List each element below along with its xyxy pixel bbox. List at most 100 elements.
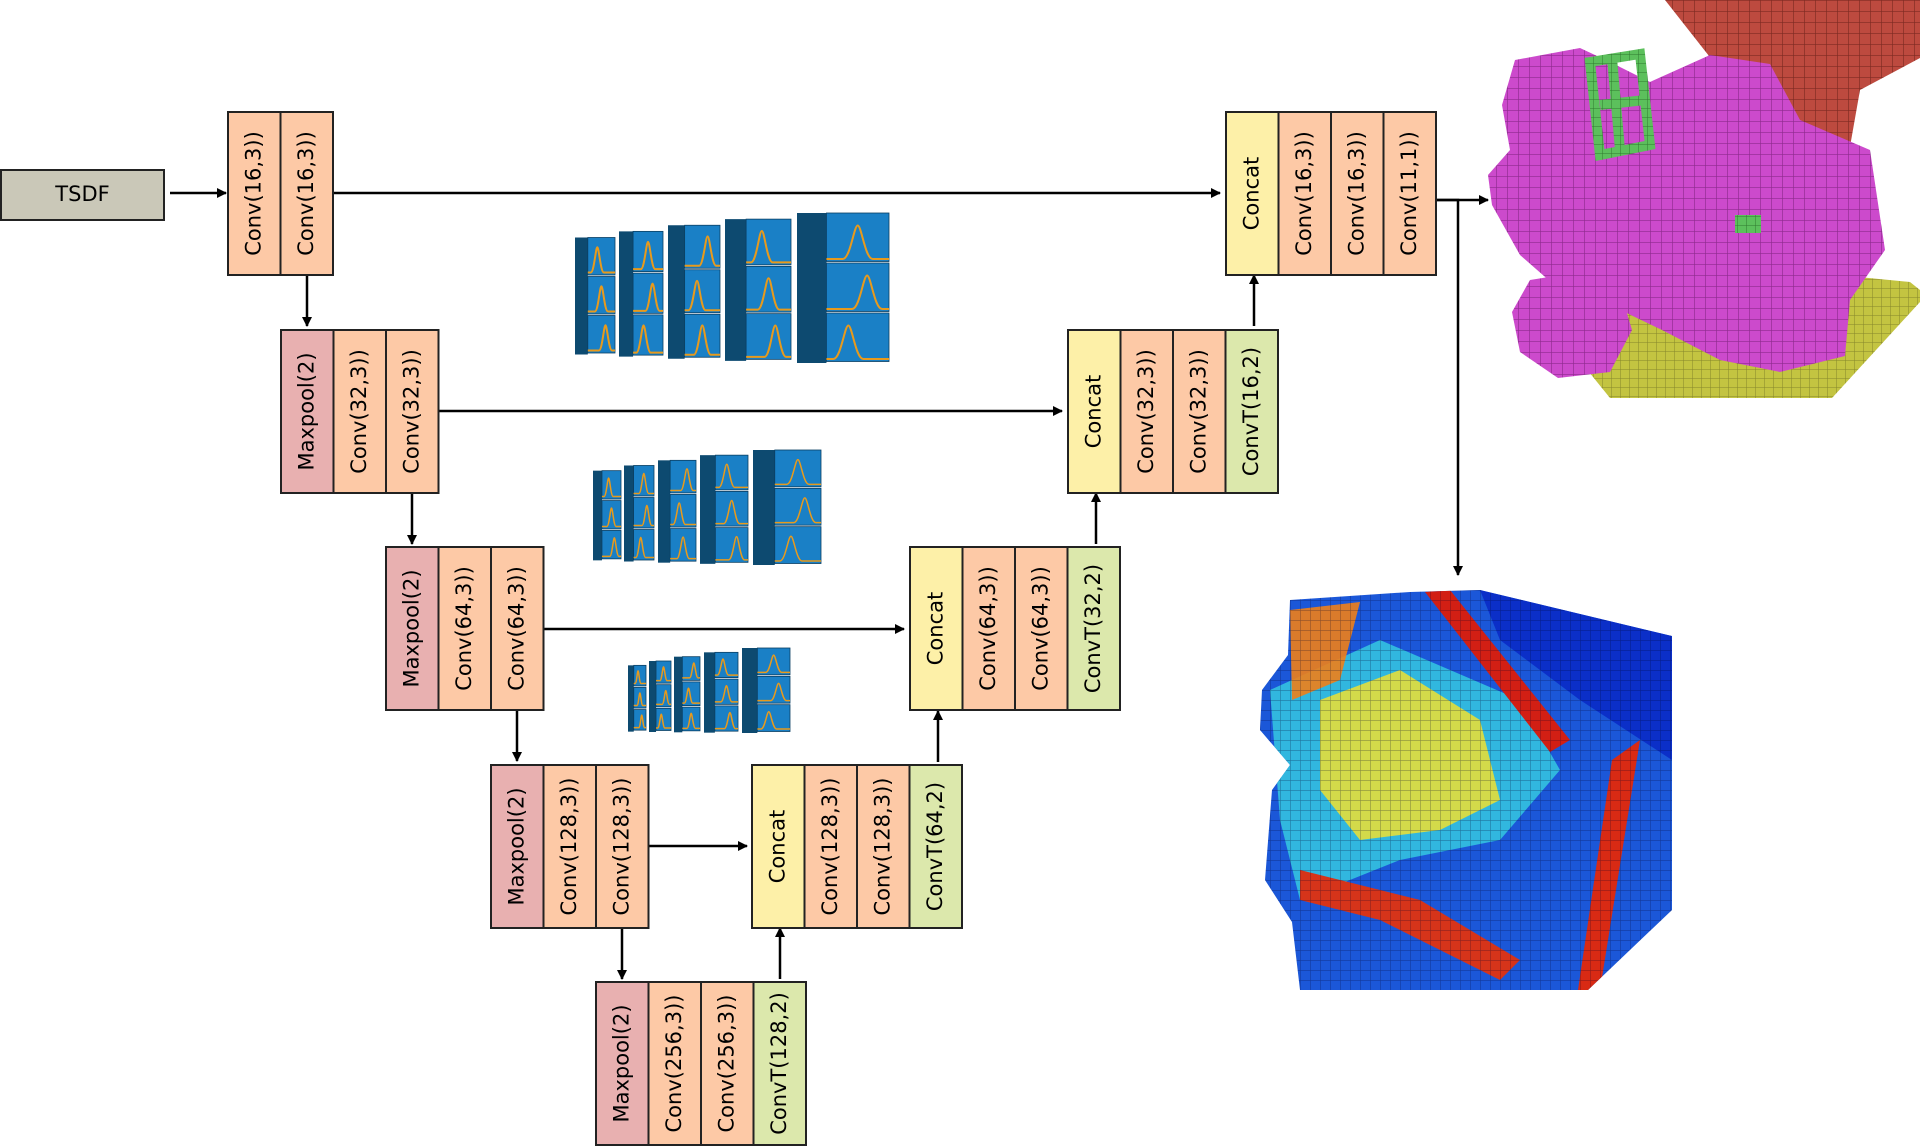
cube-side-face (619, 231, 634, 357)
cube-front-face (681, 706, 701, 732)
conv-block (437, 546, 492, 711)
conv-block-label: Conv(32,3)) (1134, 349, 1158, 474)
cube-side-face (725, 219, 747, 361)
cube-front-face (714, 454, 749, 491)
distribution-curve (587, 324, 615, 352)
convT-block-label: ConvT(16,2) (1239, 347, 1263, 476)
cube-front-face (655, 684, 672, 708)
cube-front-face (774, 526, 822, 564)
concat-block (1067, 329, 1122, 494)
distribution-curve (682, 687, 700, 704)
distribution-curve (633, 472, 654, 495)
cube-side-face (797, 213, 827, 363)
cube-side-face (700, 455, 716, 564)
distribution-curve (633, 240, 663, 271)
distribution-curve (633, 324, 663, 354)
distribution-curve (757, 710, 790, 730)
distribution-cube-icon (797, 212, 890, 363)
convT-block (1224, 329, 1279, 494)
cube-front-face (774, 487, 822, 526)
distribution-cube-icon (753, 449, 822, 565)
distribution-curve (746, 277, 791, 311)
distribution-cube-icon (668, 224, 721, 359)
distribution-curve (587, 285, 615, 313)
cube-front-face (714, 705, 739, 732)
distribution-cube-icon (674, 656, 701, 733)
cube-front-face (655, 660, 672, 684)
encoder-stage-4: Maxpool(2) Conv(128,3)) Conv(128,3)) (490, 764, 650, 929)
conv-block-label: Conv(64,3)) (1028, 566, 1052, 691)
distribution-cube-icon (742, 647, 791, 733)
conv-block-label: Conv(128,3)) (818, 778, 842, 916)
cube-side-face (649, 661, 657, 732)
conv-block-label: Conv(128,3)) (557, 778, 581, 916)
distribution-curve (714, 658, 738, 676)
maxpool-block-label: Maxpool(2) (504, 787, 528, 905)
conv-block (1382, 111, 1437, 276)
distribution-curve (601, 477, 621, 498)
distribution-curve (774, 458, 821, 486)
conv-block-label: Conv(128,3)) (609, 778, 633, 916)
semantic-red-roof (1665, 0, 1920, 175)
cube-front-face (756, 647, 791, 676)
conv-block (700, 981, 755, 1146)
distribution-curve (684, 279, 720, 312)
conv-block-label: Conv(64,3)) (452, 566, 476, 691)
distribution-curve (715, 463, 748, 489)
distribution-cube-icon (649, 660, 672, 732)
distribution-curve (601, 507, 621, 528)
distribution-curve (774, 535, 821, 562)
maxpool-block (490, 764, 545, 929)
convT-block-label: ConvT(128,2) (767, 992, 791, 1135)
convT-block (752, 981, 807, 1146)
voxel-semantic-map-icon (1488, 0, 1920, 398)
cube-side-face (742, 648, 758, 733)
convT-block (908, 764, 963, 929)
conv-block-label: Conv(64,3)) (504, 566, 528, 691)
cube-side-face (593, 470, 602, 561)
cube-side-face (704, 652, 715, 733)
cube-side-face (674, 656, 683, 733)
cube-front-face (669, 528, 697, 562)
distribution-cube-icon (628, 664, 647, 732)
encoder-stage-2: Maxpool(2)Conv(32,3))Conv(32,3)) (280, 329, 440, 494)
distribution-curve (656, 666, 671, 682)
distribution-cube-icon (725, 218, 792, 361)
maxpool-block (280, 329, 335, 494)
connection-arrows (170, 188, 1489, 980)
network-blocks: Conv(16,3))Conv(16,3))Maxpool(2)Conv(32,… (227, 111, 1437, 1146)
conv-block (595, 764, 650, 929)
convT-block-label: ConvT(64,2) (923, 782, 947, 911)
cube-front-face (684, 313, 721, 358)
conv-block-label: Conv(16,3)) (294, 131, 318, 256)
cube-side-face (628, 665, 634, 732)
distribution-cube-icon (624, 465, 655, 562)
cube-front-face (681, 656, 701, 681)
encoder-stage-1: Conv(16,3))Conv(16,3)) (227, 111, 334, 276)
convT-block-label: ConvT(32,2) (1081, 564, 1105, 693)
cube-front-face (601, 530, 622, 560)
distribution-curve (714, 685, 738, 703)
distribution-curve (746, 324, 791, 358)
conv-block-label: Conv(32,3)) (399, 349, 423, 474)
cube-front-face (714, 527, 749, 563)
tsdf-input-node: TSDF (0, 169, 165, 221)
conv-block (1119, 329, 1174, 494)
voxel-uncertainty-heatmap-icon (1260, 590, 1672, 990)
distribution-curve (684, 324, 720, 356)
maxpool-block (385, 546, 440, 711)
encoder-stage-5: Maxpool(2)Conv(256,3))Conv(256,3))ConvT(… (595, 981, 807, 1146)
cube-front-face (714, 490, 749, 527)
cube-front-face (601, 500, 622, 530)
cube-side-face (658, 460, 671, 563)
distribution-curve (670, 468, 696, 492)
feature-volume-group-3 (628, 647, 791, 733)
conv-block (961, 546, 1016, 711)
conv-block-label: Conv(11,1)) (1397, 131, 1421, 256)
cube-front-face (632, 230, 664, 273)
maxpool-block-label: Maxpool(2) (609, 1004, 633, 1122)
cube-front-face (633, 529, 655, 561)
output-arrow-uncertainty (1434, 198, 1463, 576)
